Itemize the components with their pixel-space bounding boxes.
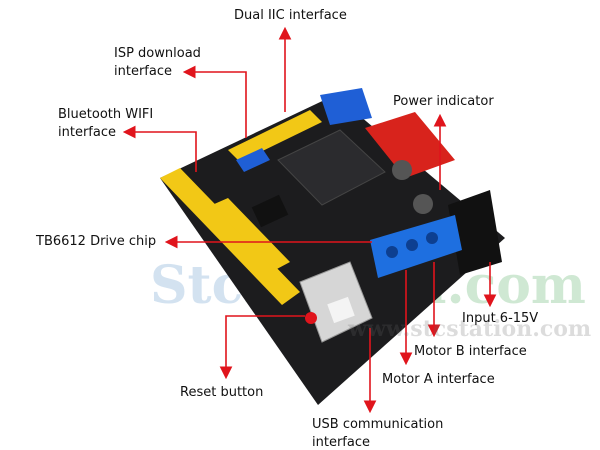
label-isp-line2: interface bbox=[114, 64, 172, 79]
reset-button bbox=[305, 312, 317, 324]
blue-header-isp bbox=[236, 148, 270, 172]
watermark-sub: www.stcstation.com bbox=[348, 316, 592, 342]
red-header bbox=[365, 112, 455, 178]
arduino-shield-board bbox=[160, 88, 505, 405]
arrow-reset bbox=[219, 315, 305, 380]
label-bluetooth-line1: Bluetooth WIFI bbox=[58, 107, 154, 122]
callout-arrows bbox=[122, 26, 497, 414]
dc-power-jack bbox=[448, 190, 502, 275]
label-motor-a: Motor A interface bbox=[382, 372, 495, 387]
label-power-indicator: Power indicator bbox=[393, 94, 494, 109]
label-usb-line1: USB communication bbox=[312, 417, 444, 432]
label-motor-b: Motor B interface bbox=[414, 344, 527, 359]
label-bluetooth-line2: interface bbox=[58, 125, 116, 140]
capacitor bbox=[413, 194, 433, 214]
blue-header-top bbox=[320, 88, 372, 125]
arrow-bluetooth bbox=[122, 125, 197, 172]
label-dual-iic: Dual IIC interface bbox=[234, 8, 347, 23]
yellow-header-inner bbox=[212, 198, 290, 270]
label-input-voltage: Input 6-15V bbox=[462, 311, 539, 326]
label-usb-line2: interface bbox=[312, 435, 370, 450]
yellow-header-top bbox=[228, 110, 322, 162]
capacitor bbox=[392, 160, 412, 180]
label-reset: Reset button bbox=[180, 385, 264, 400]
tb6612-chip bbox=[251, 194, 289, 228]
arrow-isp bbox=[182, 65, 247, 138]
label-tb6612: TB6612 Drive chip bbox=[36, 234, 157, 249]
yellow-header-left bbox=[160, 168, 300, 305]
label-isp-line1: ISP download bbox=[114, 46, 201, 61]
prototype-area bbox=[277, 129, 386, 206]
